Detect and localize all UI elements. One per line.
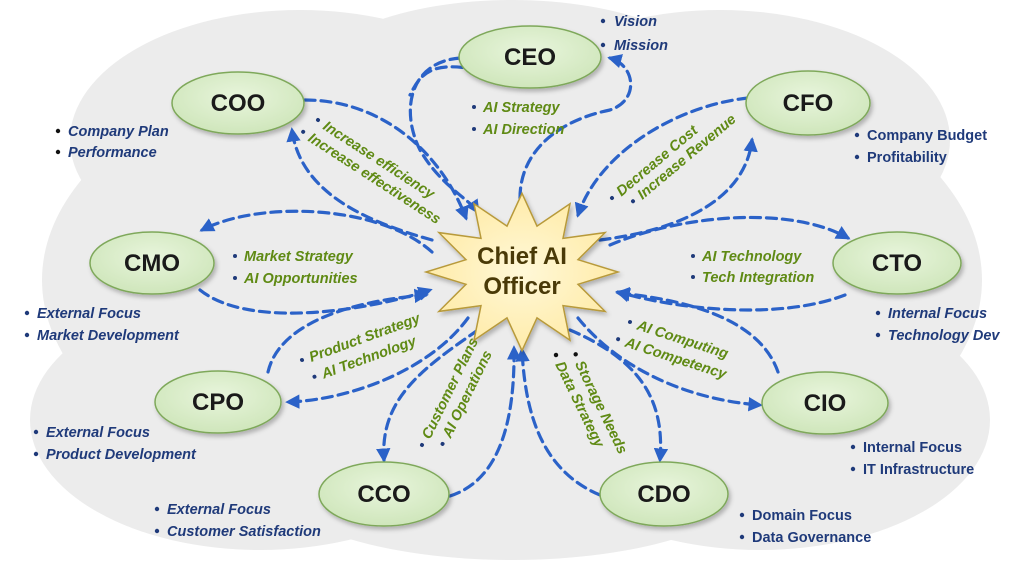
arrow-coo-to-center [303,98,469,221]
cdo-bullet-1: Domain Focus [752,508,852,524]
cco-bullet-2: Customer Satisfaction [167,524,321,540]
cmo-link-1: Market Strategy [244,249,354,265]
arrow-center-to-cmo [199,209,434,254]
arrow-cio-to-center [615,286,780,374]
node-cmo-label: CMO [124,250,180,277]
cto-bullet-2: Technology Dev [888,328,1000,344]
arrow-ceo-top-left [408,65,480,97]
center-title-line2: Officer [483,273,560,300]
arrow-cco-to-center [448,345,522,498]
cco-bullet-1: External Focus [167,502,271,518]
cto-link-labels: AI Technology Tech Integration [691,249,814,286]
cdo-bullet-2: Data Governance [752,530,871,546]
cto-link-1: AI Technology [701,249,802,265]
cto-bullet-1: Internal Focus [888,306,987,322]
ceo-bullets: Vision Mission [600,14,668,54]
arrow-center-to-ceo [518,54,633,200]
cfo-bullets: Company Budget Profitability [854,128,987,166]
node-cio-label: CIO [804,390,847,417]
cio-bullets: Internal Focus IT Infrastructure [850,440,974,478]
cco-bullets: External Focus Customer Satisfaction [154,502,321,540]
arrow-center-to-cpo [285,316,470,409]
cmo-bullets: External Focus Market Development [24,306,180,344]
node-cmo [89,231,215,295]
cmo-link-labels: Market Strategy AI Opportunities [233,249,358,287]
cfo-bullet-1: Company Budget [867,128,987,144]
center-star-shape [423,191,621,353]
node-cfo-label: CFO [783,90,834,117]
node-cco [318,461,450,527]
arrow-center-to-cco [376,328,480,463]
cpo-bullet-2: Product Development [46,447,197,463]
arrow-center-to-cio [576,316,763,412]
node-ceo-label: CEO [504,44,556,71]
arrow-cpo-to-center [266,288,429,374]
ceo-bullet-1: Vision [614,14,657,30]
coo-bullet-1: Company Plan [68,124,169,140]
arrow-center-to-cfo [598,137,758,242]
cio-bullet-1: Internal Focus [863,440,962,456]
cmo-bullet-1: External Focus [37,306,141,322]
chief-ai-officer-node [423,191,621,353]
cpo-bullet-1: External Focus [46,425,150,441]
arrow-center-to-coo [286,127,434,242]
cfo-bullet-2: Profitability [867,150,947,166]
coo-bullets: Company Plan Performance [55,124,169,161]
ceo-link-labels: AI Strategy AI Direction [472,100,565,138]
cto-link-2: Tech Integration [702,270,814,286]
node-cdo-label: CDO [637,481,690,508]
center-title-line1: Chief AI [477,243,567,270]
arrow-cfo-to-center [574,96,750,218]
cmo-bullet-2: Market Development [37,328,180,344]
node-cto [832,231,962,295]
connector-arrows [198,54,851,498]
node-ceo [458,25,602,89]
node-cto-label: CTO [872,250,922,277]
arrow-cto-to-center [615,288,847,312]
arrow-center-to-cdo [568,328,669,463]
arrow-ceo-to-center [408,56,480,215]
ceo-bullet-2: Mission [614,38,668,54]
node-cpo [154,370,282,434]
node-coo-label: COO [211,90,266,117]
node-cdo [599,461,729,527]
cio-bullet-2: IT Infrastructure [863,462,974,478]
arrow-cdo-to-center [515,347,602,497]
cdo-bullets: Domain Focus Data Governance [739,508,871,546]
node-cpo-label: CPO [192,389,244,416]
node-coo [171,71,305,135]
coo-bullet-2: Performance [68,145,157,161]
cmo-link-2: AI Opportunities [243,271,358,287]
ceo-link-1: AI Strategy [482,100,560,116]
node-cco-label: CCO [357,481,410,508]
cto-bullets: Internal Focus Technology Dev [875,306,1000,344]
node-cfo [745,70,871,136]
node-cio [761,371,889,435]
ceo-link-2: AI Direction [482,122,565,138]
cpo-bullets: External Focus Product Development [33,425,197,463]
arrow-center-to-cto [608,215,851,247]
